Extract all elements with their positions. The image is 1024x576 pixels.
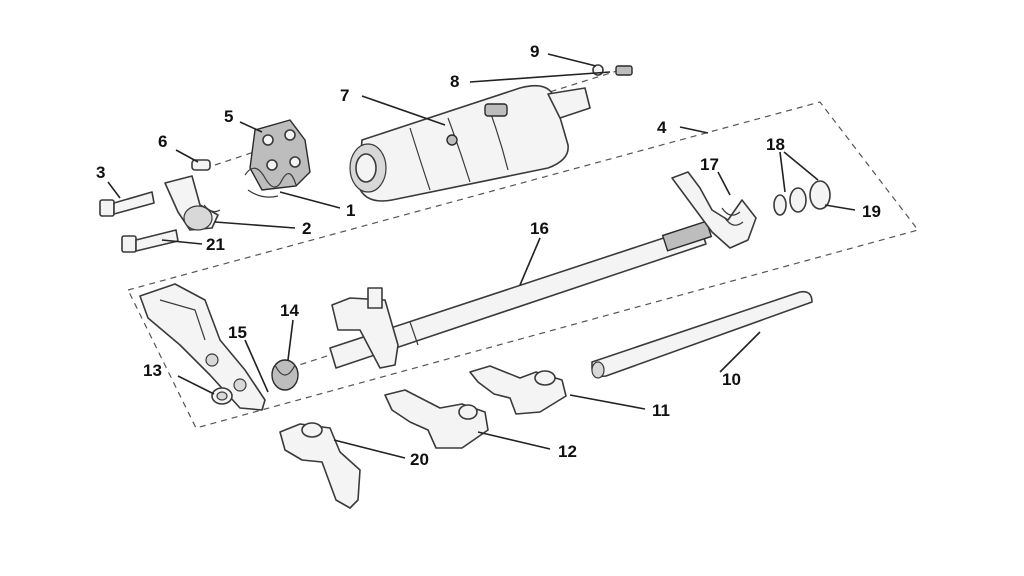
part-1-spring xyxy=(244,167,297,198)
part-17-return-spring xyxy=(671,171,757,249)
alignment-line xyxy=(289,354,331,369)
part-5-cam-plate xyxy=(249,119,311,191)
callout-15: 15 xyxy=(228,323,247,342)
leader-11 xyxy=(569,394,646,410)
part-7-shift-drum xyxy=(349,84,591,202)
callout-13: 13 xyxy=(143,361,162,380)
leader-18b xyxy=(783,151,819,181)
leader-7 xyxy=(361,95,446,126)
part-15-shift-plate xyxy=(139,283,266,411)
callout-10: 10 xyxy=(722,370,741,389)
part-18-washer xyxy=(773,187,807,216)
leader-1 xyxy=(279,191,341,209)
leader-6 xyxy=(175,149,199,163)
part-14-spring xyxy=(271,359,299,391)
part-16-gearshift-shaft xyxy=(329,220,713,369)
callout-1: 1 xyxy=(346,201,355,220)
part-13-washer xyxy=(211,387,233,405)
part-2-stopper-arm xyxy=(164,175,221,231)
callout-8: 8 xyxy=(450,72,459,91)
callout-19: 19 xyxy=(862,202,881,221)
leader-14 xyxy=(287,319,294,361)
assembly-outline-4 xyxy=(127,101,920,429)
leader-18a xyxy=(779,151,786,193)
leader-10 xyxy=(719,331,761,373)
leader-21 xyxy=(161,239,203,245)
part-21-bolt xyxy=(121,229,179,253)
part-3-bolt xyxy=(99,191,155,217)
leader-19 xyxy=(824,204,856,211)
callout-5: 5 xyxy=(224,107,233,126)
leader-16 xyxy=(519,237,541,286)
callout-14: 14 xyxy=(280,301,299,320)
leader-2 xyxy=(214,221,296,229)
alignment-line xyxy=(539,69,621,96)
leader-4 xyxy=(679,126,709,134)
callout-7: 7 xyxy=(340,86,349,105)
callout-20: 20 xyxy=(410,450,429,469)
part-6-pin xyxy=(191,159,211,171)
callout-6: 6 xyxy=(158,132,167,151)
part-16-shaft-arm xyxy=(331,287,399,369)
leader-15 xyxy=(244,339,269,393)
leader-13 xyxy=(177,375,215,395)
callout-11: 11 xyxy=(652,401,670,420)
part-19-circlip xyxy=(809,180,831,210)
callout-21: 21 xyxy=(206,235,225,254)
leader-20 xyxy=(333,439,406,459)
callout-16: 16 xyxy=(530,219,549,238)
part-12-shift-fork xyxy=(384,389,489,449)
leader-3 xyxy=(107,181,121,199)
leader-5 xyxy=(239,121,263,133)
callout-2: 2 xyxy=(302,219,311,238)
callout-4: 4 xyxy=(657,118,667,137)
part-8-pin xyxy=(615,65,633,76)
part-20-shift-fork xyxy=(279,422,361,509)
callout-12: 12 xyxy=(558,442,577,461)
leader-17 xyxy=(717,171,731,196)
part-10-fork-shaft xyxy=(591,290,813,379)
leader-9 xyxy=(547,53,597,67)
callout-3: 3 xyxy=(96,163,105,182)
callout-9: 9 xyxy=(530,42,539,61)
leader-12 xyxy=(477,431,551,450)
alignment-line xyxy=(214,149,261,166)
callout-18: 18 xyxy=(766,135,785,154)
callout-17: 17 xyxy=(700,155,719,174)
part-11-shift-fork xyxy=(469,365,567,415)
leader-8 xyxy=(469,71,611,83)
